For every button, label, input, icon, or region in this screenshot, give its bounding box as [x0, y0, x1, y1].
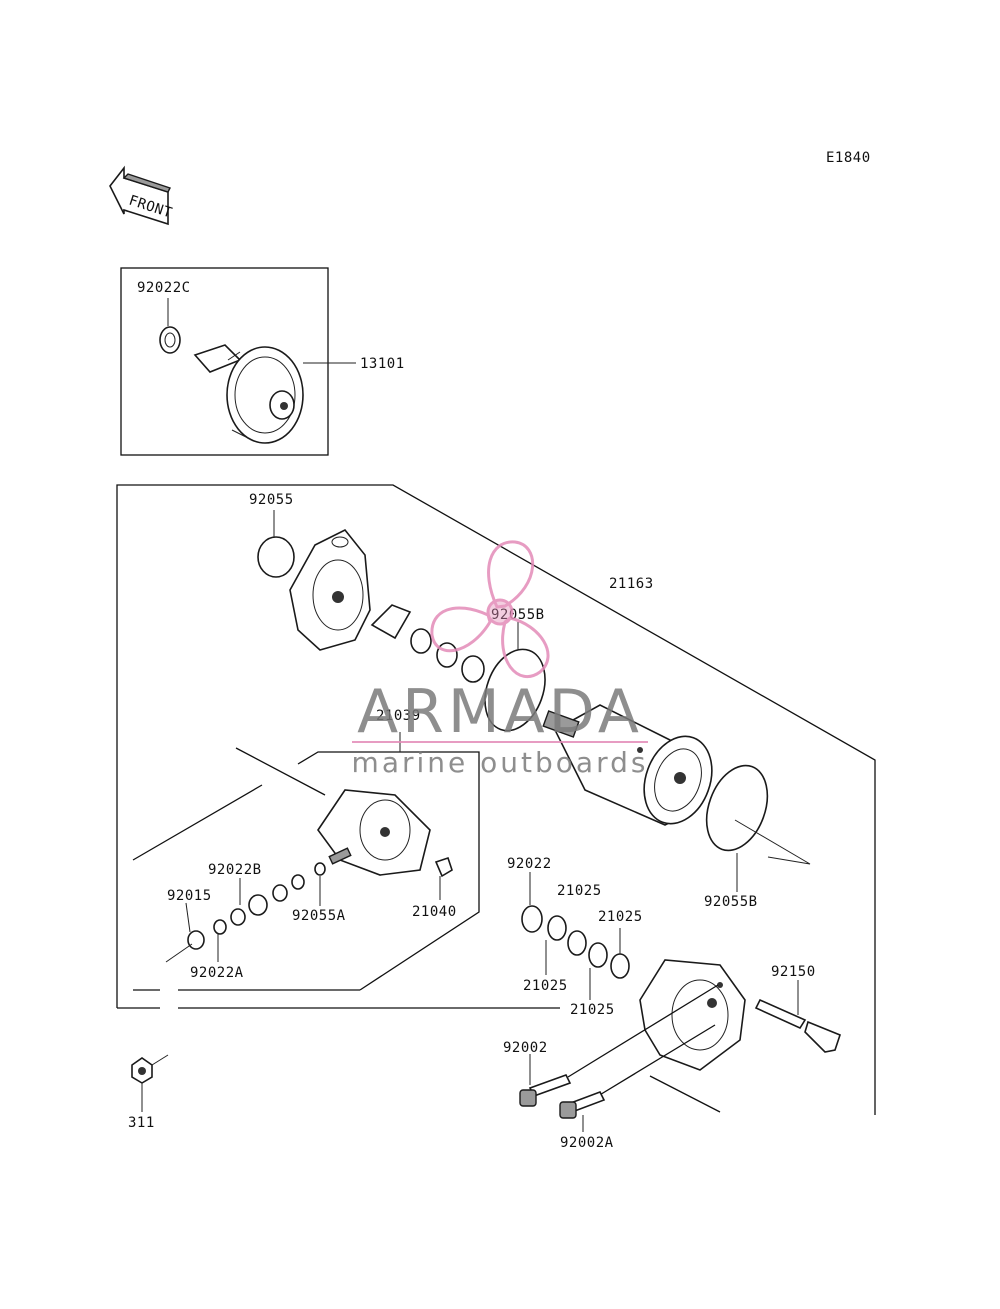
label-92055: 92055: [249, 492, 294, 508]
watermark: ARMADA marine outboards: [352, 540, 649, 779]
label-92002A: 92002A: [560, 1135, 614, 1151]
o-ring-92055: [257, 536, 295, 578]
diagram-code: E1840: [826, 150, 871, 166]
bolt-92002: [519, 1074, 572, 1107]
front-arrow-icon: FRONT: [109, 165, 174, 226]
bolt-92002A: [559, 1090, 606, 1119]
shim-washers: [521, 905, 630, 979]
label-21039: 21039: [376, 708, 421, 724]
label-21163: 21163: [609, 576, 654, 592]
label-92002: 92002: [503, 1040, 548, 1056]
label-21025-c: 21025: [523, 978, 568, 994]
label-92015: 92015: [167, 888, 212, 904]
label-92055B-bottom: 92055B: [704, 894, 758, 910]
label-13101: 13101: [360, 356, 405, 372]
rear-cover: [639, 959, 746, 1071]
starter-clutch-assembly: [159, 326, 304, 444]
starter-motor: [542, 704, 713, 826]
clutch-assembly-box: [120, 267, 329, 456]
o-ring-92055B-top: [484, 648, 546, 732]
watermark-tagline: marine outboards: [352, 746, 649, 779]
front-cover: [289, 528, 371, 651]
watermark-name: ARMADA: [357, 677, 643, 747]
label-92022B: 92022B: [208, 862, 262, 878]
label-21025-b: 21025: [598, 909, 643, 925]
label-21025-a: 21025: [557, 883, 602, 899]
washer-stack: [370, 604, 485, 683]
label-92022C: 92022C: [137, 280, 191, 296]
label-92055B-top: 92055B: [491, 607, 545, 623]
nut-311: [131, 1057, 153, 1084]
label-92022: 92022: [507, 856, 552, 872]
label-92022A: 92022A: [190, 965, 244, 981]
label-21040: 21040: [412, 904, 457, 920]
label-311: 311: [128, 1115, 155, 1131]
label-92055A: 92055A: [292, 908, 346, 924]
starter-motor-box: [116, 484, 876, 1115]
brush-21040: [434, 856, 453, 878]
bolt-92150: [754, 998, 841, 1053]
propeller-logo: [430, 540, 550, 679]
brush-holder: [317, 789, 431, 876]
label-21025-d: 21025: [570, 1002, 615, 1018]
o-ring-92055B-bottom: [705, 764, 769, 852]
label-92150: 92150: [771, 964, 816, 980]
